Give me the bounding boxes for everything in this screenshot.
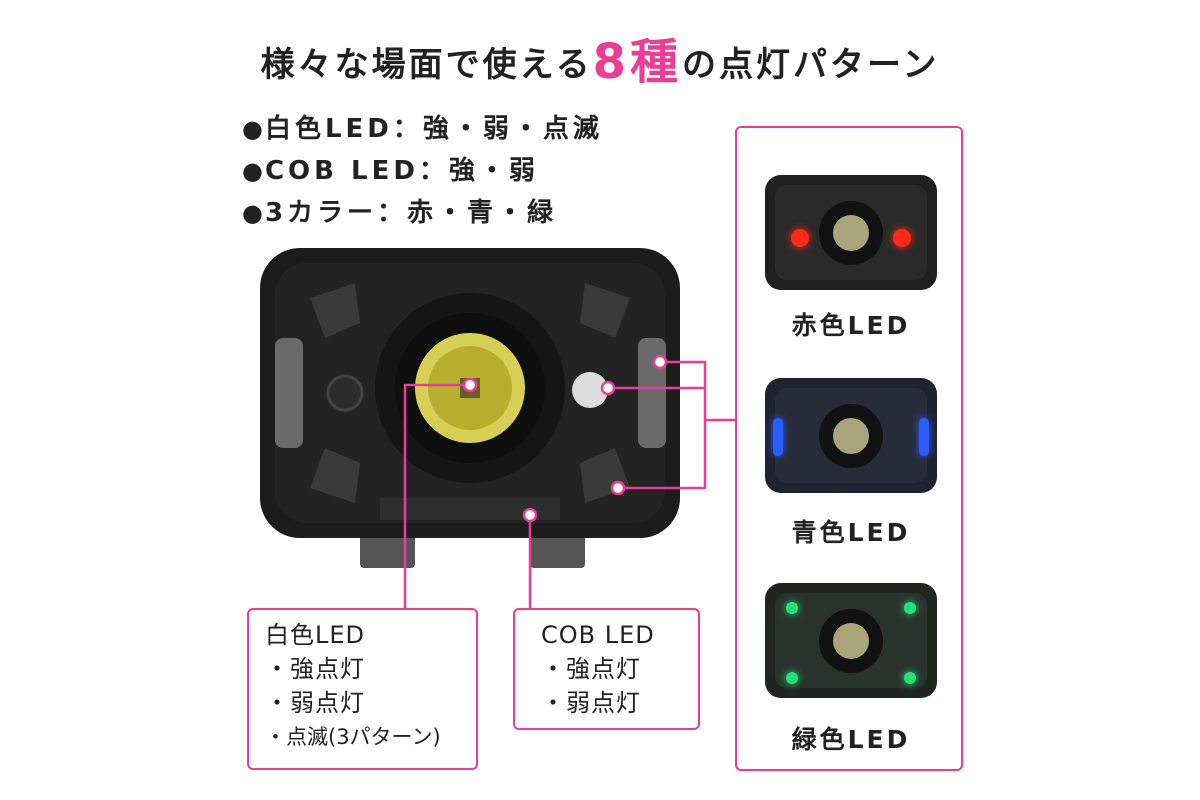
green-led-top-right xyxy=(904,602,916,614)
green-led-label: 緑色LED xyxy=(791,725,911,754)
spec-list: ●白色LED：強・弱・点滅 ●COB LED：強・弱 ●3カラー：赤・青・緑 xyxy=(242,108,603,234)
red-mode-image xyxy=(765,175,937,290)
spec-text: COB LED：強・弱 xyxy=(264,156,539,186)
point-white-led xyxy=(462,377,478,393)
title-prefix: 様々な場面で使える xyxy=(260,45,593,85)
arrow-top-right xyxy=(580,283,630,338)
cob-led-heading: COB LED xyxy=(541,621,655,649)
bullet-icon: ● xyxy=(242,115,263,143)
line-white-led xyxy=(403,383,470,608)
white-led-item: ・弱点灯 xyxy=(265,689,365,717)
cob-panel-left xyxy=(275,338,303,448)
sensor-window xyxy=(572,372,608,408)
red-led-label: 赤色LED xyxy=(791,311,911,340)
cob-led-callout: COB LED ・強点灯 ・弱点灯 xyxy=(513,608,700,730)
title-suffix: の点灯パターン xyxy=(682,45,940,85)
red-led-right xyxy=(893,229,911,247)
blue-led-label: 青色LED xyxy=(791,518,911,547)
white-led-heading: 白色LED xyxy=(265,621,366,649)
bullet-icon: ● xyxy=(242,199,263,227)
blue-led-right xyxy=(919,418,929,456)
spec-text: 3カラー：赤・青・緑 xyxy=(264,198,558,228)
bullet-icon: ● xyxy=(242,157,263,185)
color-modes-callout: 赤色LED 青色LED 緑色LED xyxy=(735,126,963,771)
point-color-top xyxy=(652,354,668,370)
blue-mode-image xyxy=(765,378,937,493)
spec-3-color: ●3カラー：赤・青・緑 xyxy=(242,192,603,234)
arrow-bottom-left xyxy=(310,448,360,503)
spec-white-led: ●白色LED：強・弱・点滅 xyxy=(242,108,603,150)
spec-cob-led: ●COB LED：強・弱 xyxy=(242,150,603,192)
white-led-callout: 白色LED ・強点灯 ・弱点灯 ・点滅(3パターン) xyxy=(247,608,478,770)
red-led-left xyxy=(791,229,809,247)
green-led-bottom-right xyxy=(904,672,916,684)
spec-text: 白色LED：強・弱・点滅 xyxy=(264,114,603,144)
green-led-bottom-left xyxy=(786,672,798,684)
point-cob-led xyxy=(522,507,538,523)
cob-led-item: ・弱点灯 xyxy=(541,689,641,717)
green-mode-image xyxy=(765,583,937,698)
page-title: 様々な場面で使える8種の点灯パターン xyxy=(0,22,1200,92)
power-button xyxy=(326,374,364,412)
cob-led-item: ・強点灯 xyxy=(541,655,641,683)
point-color-bottom xyxy=(610,480,626,496)
white-led-item: ・強点灯 xyxy=(265,655,365,683)
blue-led-left xyxy=(773,418,783,456)
white-led-item: ・点滅(3パターン) xyxy=(265,725,441,749)
arrow-top-left xyxy=(310,283,360,338)
green-led-top-left xyxy=(786,602,798,614)
point-color-mid xyxy=(600,380,616,396)
line-color-bottom xyxy=(618,360,707,490)
title-highlight: 8種 xyxy=(592,34,683,90)
